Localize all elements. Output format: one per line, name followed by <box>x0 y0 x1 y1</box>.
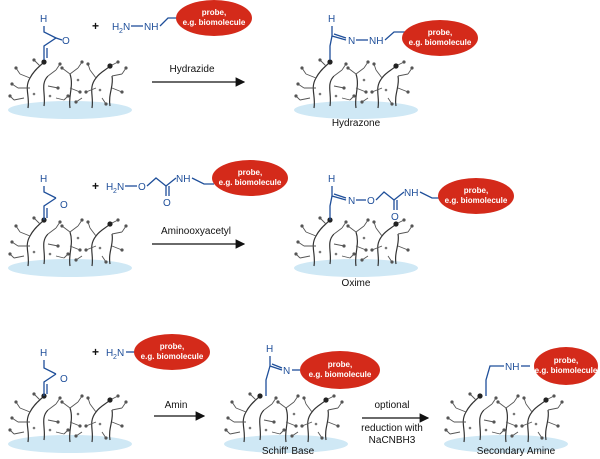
reagent-h-sub: 2 <box>113 354 117 361</box>
reduction-label-line3: NaCNBH3 <box>369 435 416 446</box>
reagent-n: N <box>117 348 124 359</box>
probe-line1: probe, <box>464 186 488 195</box>
aldehyde-group-2: H O <box>40 174 68 220</box>
surface-tree-aldehyde-1 <box>7 57 133 120</box>
probe-line2: e.g. biomolecule <box>141 352 204 361</box>
hydrazone-n: N <box>348 36 355 47</box>
arrow-label-aminooxy: Aminooxyacetyl <box>161 226 231 237</box>
probe-6: probe, e.g. biomolecule <box>300 351 380 389</box>
aldehyde-o: O <box>60 200 68 211</box>
reduction-label-line1: optional <box>374 400 409 411</box>
hydrazone-nh: NH <box>369 36 383 47</box>
probe-line1: probe, <box>238 168 262 177</box>
oxime-o: O <box>367 196 375 207</box>
reagent-carbonyl-o: O <box>163 198 171 209</box>
caption-oxime: Oxime <box>342 278 371 289</box>
row-aminooxy: H O + H 2 N O O NH probe, e.g. biomolecu… <box>7 160 514 289</box>
aldehyde-h: H <box>40 174 47 185</box>
probe-line2: e.g. biomolecule <box>535 366 598 375</box>
schiff-n: N <box>283 366 290 377</box>
probe-4: probe, e.g. biomolecule <box>438 178 514 214</box>
reagent-nh: NH <box>144 22 158 33</box>
plus-sign: + <box>92 19 99 33</box>
aldehyde-group-1: H O <box>40 14 70 60</box>
reagent-n: N <box>123 22 130 33</box>
surface-tree-hydrazone <box>293 57 419 120</box>
aldehyde-group-3: H O <box>40 348 68 396</box>
surface-tree-secondary <box>443 391 569 454</box>
surface-tree-aldehyde-3 <box>7 391 133 454</box>
probe-2: probe, e.g. biomolecule <box>402 20 478 56</box>
plus-sign: + <box>92 345 99 359</box>
caption-secondary: Secondary Amine <box>477 446 556 457</box>
oxime-product: H N O O NH <box>328 174 440 223</box>
schiff-h: H <box>266 344 273 355</box>
surface-tree-aldehyde-2 <box>7 215 133 278</box>
hydrazide-reagent: H 2 N NH <box>112 17 178 35</box>
probe-line1: probe, <box>554 356 578 365</box>
probe-5: probe, e.g. biomolecule <box>134 334 210 370</box>
reduction-label-line2: reduction with <box>361 423 423 434</box>
caption-schiff: Schiff' Base <box>262 446 315 457</box>
surface-tree-schiff <box>223 391 349 454</box>
probe-line2: e.g. biomolecule <box>183 18 246 27</box>
probe-line2: e.g. biomolecule <box>309 370 372 379</box>
aldehyde-h: H <box>40 14 47 25</box>
probe-line1: probe, <box>428 28 452 37</box>
caption-hydrazone: Hydrazone <box>332 118 381 129</box>
reagent-h: H <box>106 348 113 359</box>
oxime-nh: NH <box>404 188 418 199</box>
probe-line2: e.g. biomolecule <box>445 196 508 205</box>
probe-line1: probe, <box>202 8 226 17</box>
oxime-n: N <box>348 196 355 207</box>
hydrazone-product: H N NH <box>328 14 406 60</box>
plus-sign: + <box>92 179 99 193</box>
reagent-h: H <box>112 22 119 33</box>
row-hydrazide: H O + H 2 N NH probe, e.g. biomolecule H… <box>7 0 478 129</box>
aldehyde-h: H <box>40 348 47 359</box>
aldehyde-o: O <box>62 36 70 47</box>
probe-7: probe, e.g. biomolecule <box>534 347 598 385</box>
probe-line1: probe, <box>160 342 184 351</box>
reagent-n: N <box>117 182 124 193</box>
oxime-h: H <box>328 174 335 185</box>
probe-1: probe, e.g. biomolecule <box>176 0 252 36</box>
secondary-nh: NH <box>505 362 519 373</box>
reagent-o: O <box>138 182 146 193</box>
schiff-product: H N <box>265 344 300 396</box>
reagent-h: H <box>106 182 113 193</box>
reagent-h-sub: 2 <box>113 188 117 195</box>
probe-line2: e.g. biomolecule <box>219 178 282 187</box>
amine-reagent: H 2 N <box>106 348 136 361</box>
probe-line1: probe, <box>328 360 352 369</box>
arrow-label-hydrazide: Hydrazide <box>169 64 214 75</box>
row-amin: H O + H 2 N probe, e.g. biomolecule Amin… <box>7 334 598 457</box>
probe-3: probe, e.g. biomolecule <box>212 160 288 196</box>
reagent-nh: NH <box>176 174 190 185</box>
surface-tree-oxime <box>293 215 419 278</box>
probe-line2: e.g. biomolecule <box>409 38 472 47</box>
aminooxy-reagent: H 2 N O O NH <box>106 174 214 209</box>
reagent-h-sub: 2 <box>119 28 123 35</box>
aldehyde-o: O <box>60 374 68 385</box>
oxime-carbonyl-o: O <box>391 212 399 223</box>
secondary-amine-product: NH <box>485 362 530 396</box>
hydrazone-h: H <box>328 14 335 25</box>
arrow-label-amin: Amin <box>165 400 188 411</box>
